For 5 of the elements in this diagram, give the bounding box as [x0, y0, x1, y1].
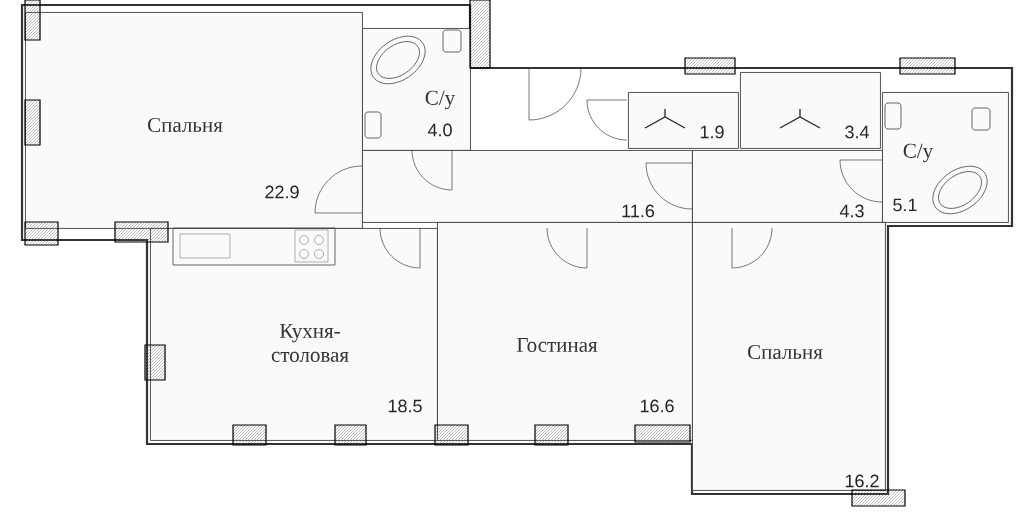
room: С/у 5.1 [882, 92, 1009, 223]
room: Кухня-столовая 18.5 [150, 228, 438, 441]
room: 3.4 [740, 72, 881, 149]
room: С/у 4.0 [362, 28, 471, 151]
room: 1.9 [628, 92, 739, 149]
